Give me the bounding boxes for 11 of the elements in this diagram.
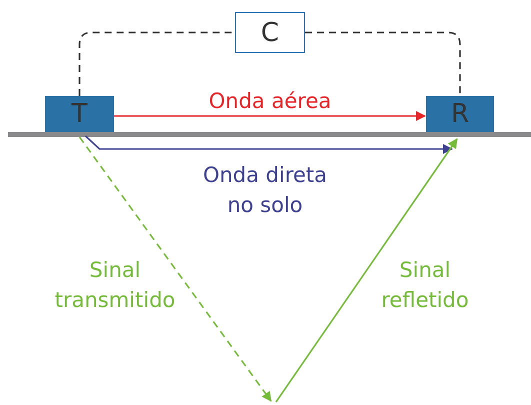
edge-label: Sinal refletido bbox=[380, 257, 470, 314]
controller-box: C bbox=[235, 12, 305, 53]
arrow bbox=[84, 135, 453, 154]
receiver-box: R bbox=[426, 96, 494, 132]
arrow bbox=[114, 111, 426, 121]
transmitter-box: T bbox=[45, 96, 114, 132]
arrow bbox=[275, 138, 458, 402]
edge-label: Onda direta no solo bbox=[202, 162, 328, 219]
edge-label: Onda aérea bbox=[208, 88, 332, 115]
arrow bbox=[78, 136, 272, 402]
edge-label: Sinal transmitido bbox=[54, 257, 176, 314]
